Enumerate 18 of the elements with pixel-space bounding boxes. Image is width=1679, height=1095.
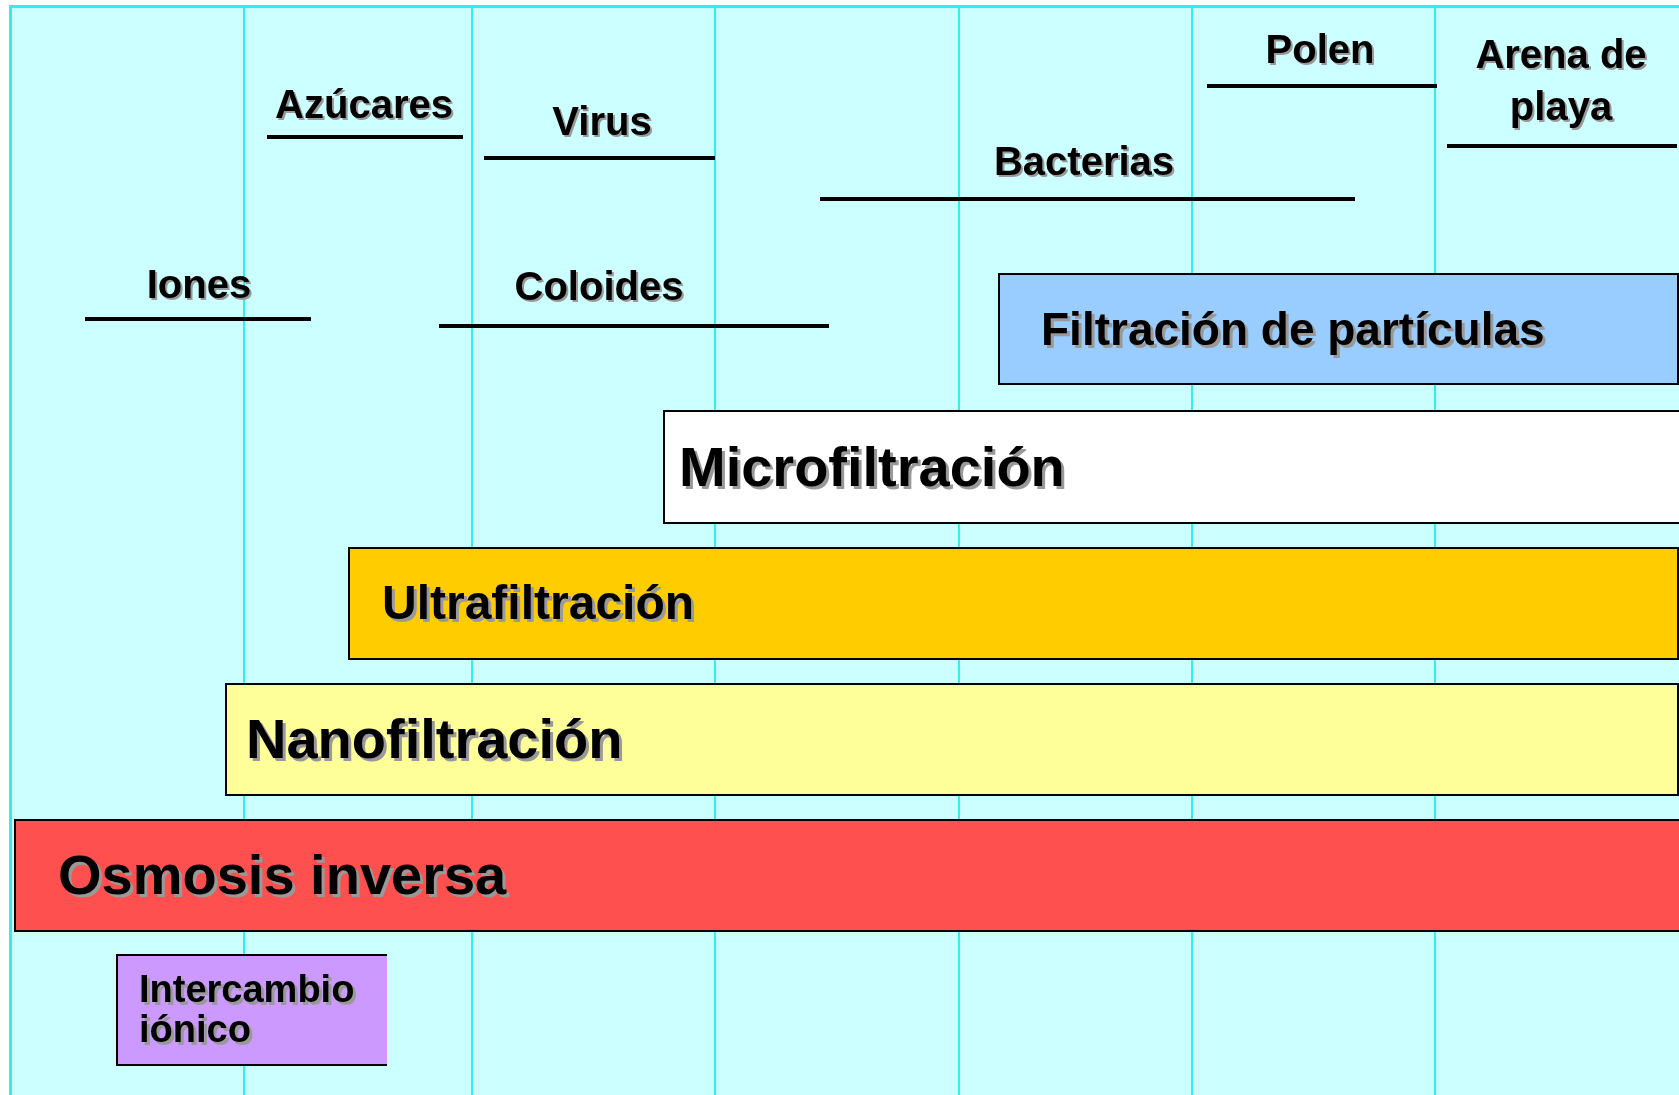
process-name: Microfiltración	[679, 437, 1065, 497]
size-label: Polen	[1265, 26, 1375, 73]
size-label: Azúcares	[275, 81, 453, 128]
process-name: Nanofiltración	[246, 710, 623, 769]
size-label: Arena de playa	[1474, 31, 1648, 130]
process-range-bar	[663, 410, 1679, 524]
size-label: Coloides	[514, 263, 684, 310]
process-name: Filtración de partículas	[1041, 304, 1545, 354]
process-name: Ultrafiltración	[382, 578, 695, 629]
process-range-bar	[348, 547, 1679, 660]
process-name: Intercambio iónico	[139, 970, 356, 1050]
process-range-bar	[14, 819, 1679, 932]
process-range-bar	[998, 273, 1679, 385]
process-range-bar	[116, 954, 387, 1066]
size-label: Bacterias	[993, 138, 1175, 185]
process-range-bar	[225, 683, 1679, 796]
process-name: Osmosis inversa	[58, 846, 507, 905]
size-label: Virus	[552, 98, 652, 145]
